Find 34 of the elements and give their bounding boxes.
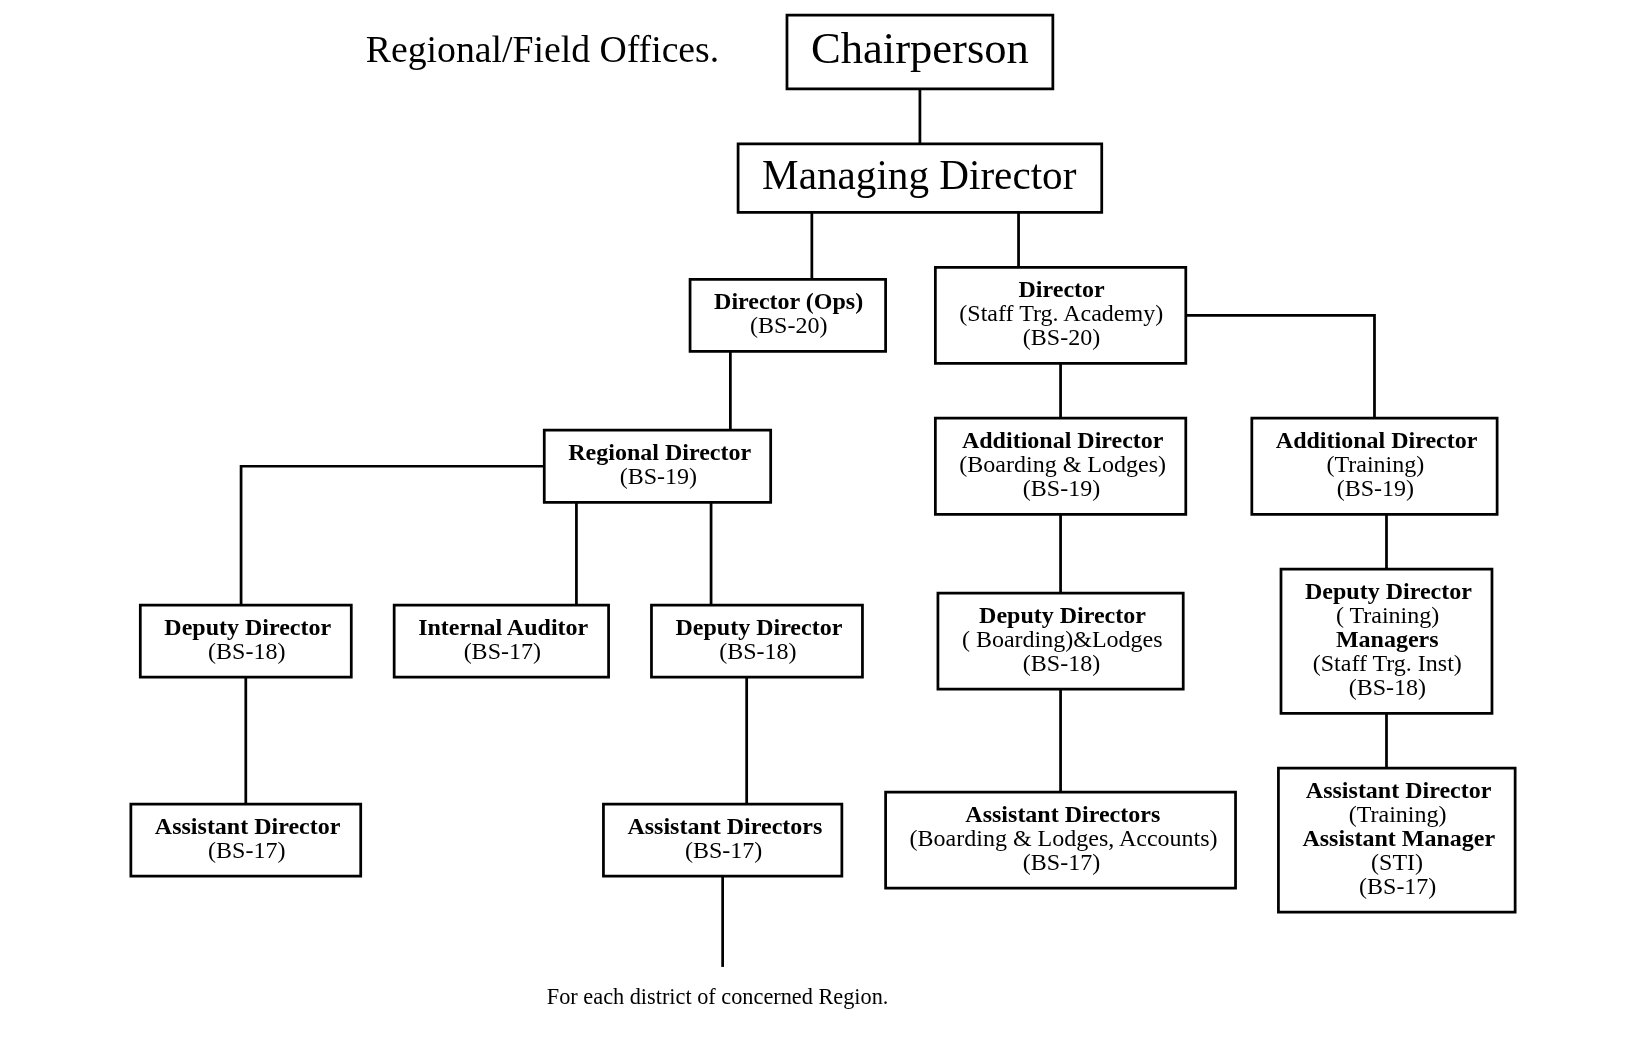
connector <box>709 502 712 605</box>
node-box: Managing Director <box>736 142 1103 214</box>
node-box: Additional Director (Training) (BS-19) <box>1249 416 1498 516</box>
node-box: Additional Director (Boarding & Lodges) (BS-19) <box>933 416 1187 516</box>
node-box: Internal Auditor (BS-17) <box>392 603 610 679</box>
connector <box>810 212 813 280</box>
connector <box>1185 313 1376 418</box>
connector <box>728 351 732 431</box>
connector <box>574 502 578 605</box>
node-box: Assistant Director (BS-17) <box>129 802 362 878</box>
connector <box>1058 514 1062 594</box>
node-box: Deputy Director (BS-18) <box>649 603 864 679</box>
connector <box>1016 212 1020 268</box>
connector <box>239 464 544 605</box>
node-box: Assistant Directors (BS-17) <box>601 802 843 878</box>
node-box: Deputy Director ( Boarding)&Lodges (BS-18) <box>936 591 1185 691</box>
node-box: Assistant Director (Training) Assistant Manager (STI) (BS-17) <box>1276 766 1516 914</box>
connector <box>744 677 748 804</box>
connector <box>1384 713 1388 768</box>
node-box: Chairperson <box>785 13 1054 91</box>
connector <box>1384 514 1388 569</box>
node-box: Assistant Directors (Boarding & Lodges, Accounts) (BS-17) <box>883 790 1237 890</box>
connector <box>1058 689 1062 792</box>
connector <box>918 89 921 144</box>
node-text: For each district of concerned Region. <box>546 983 888 1009</box>
node-box: Deputy Director ( Training) Managers (Staff Trg. Inst) (BS-18) <box>1279 567 1493 715</box>
connector <box>720 876 724 967</box>
node-box: Director (Ops) (BS-20) <box>688 277 887 353</box>
label: Regional/Field Offices. <box>365 27 719 70</box>
node-box: Regional Director (BS-19) <box>542 428 772 504</box>
connector <box>243 677 247 804</box>
connector <box>1058 363 1062 418</box>
node-box: Deputy Director (BS-18) <box>138 603 353 679</box>
node-box: Director (Staff Trg. Academy) (BS-20) <box>933 265 1187 365</box>
